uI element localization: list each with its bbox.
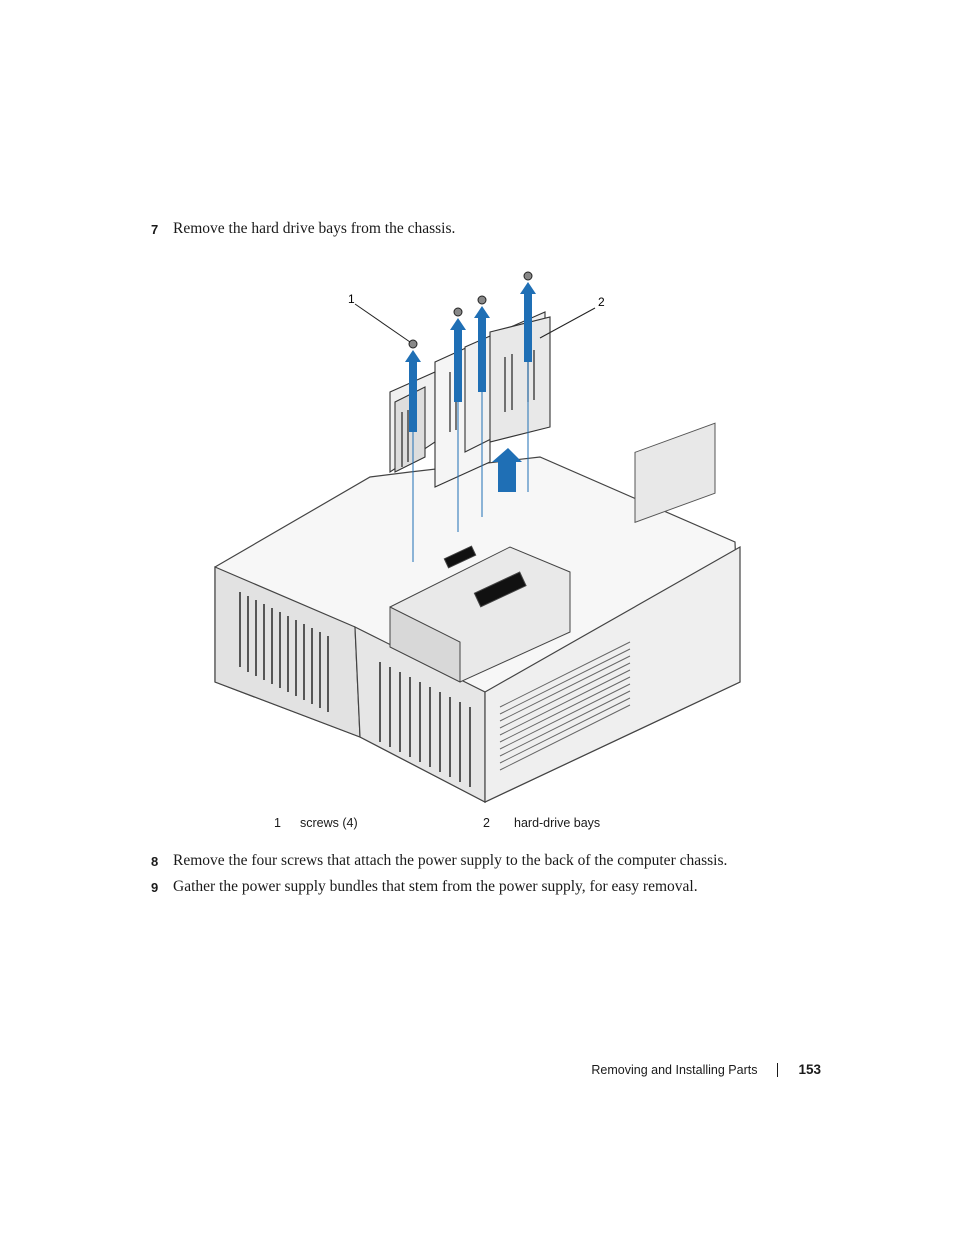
legend-label-1: screws (4) [300,816,358,830]
callout-2: 2 [598,295,605,309]
step-number: 9 [151,880,159,895]
footer-divider [777,1062,779,1077]
legend-number-2: 2 [483,816,490,830]
step-number: 8 [151,854,159,869]
step-7: 7 Remove the hard drive bays from the ch… [151,220,455,238]
footer-section-title: Removing and Installing Parts [591,1062,758,1077]
hard-drive-bay-removal-illustration: 1 2 [210,262,750,807]
page-footer: Removing and Installing Parts 153 [591,1062,821,1077]
step-text: Remove the hard drive bays from the chas… [173,220,456,237]
callout-1: 1 [348,292,355,306]
step-text: Remove the four screws that attach the p… [173,852,728,869]
step-text: Gather the power supply bundles that ste… [173,878,698,895]
step-9: 9 Gather the power supply bundles that s… [151,878,698,896]
step-number: 7 [151,222,159,237]
step-8: 8 Remove the four screws that attach the… [151,852,727,870]
legend-number-1: 1 [274,816,281,830]
legend-label-2: hard-drive bays [514,816,601,830]
page-number: 153 [798,1062,821,1077]
